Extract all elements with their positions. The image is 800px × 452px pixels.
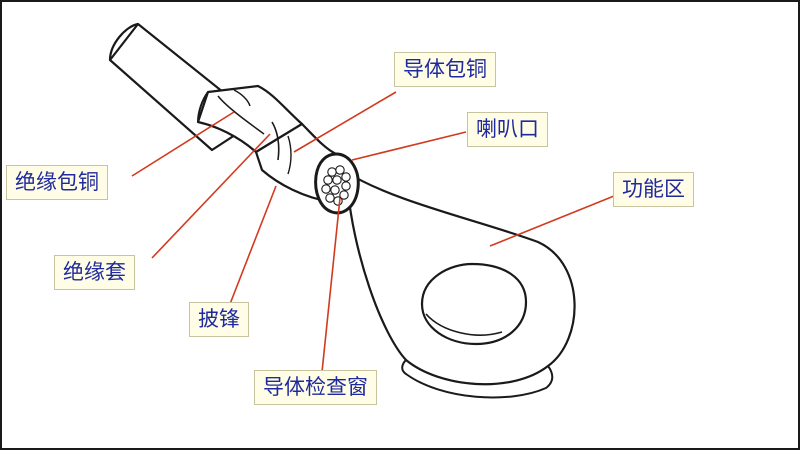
- leader-insulation-sleeve: [151, 133, 271, 259]
- label-burr: 披锋: [189, 302, 249, 337]
- leader-lines: [131, 91, 615, 373]
- leader-inspection-window: [321, 197, 341, 373]
- sleeve-crimp-dimple: [271, 121, 280, 161]
- leader-conductor-barrel: [293, 91, 397, 153]
- leader-functional-zone: [489, 195, 615, 247]
- conductor-strands: [321, 165, 351, 206]
- insulation-barrel-crimp-line: [217, 95, 265, 135]
- label-functional-zone: 功能区: [613, 172, 694, 207]
- label-bell-mouth: 喇叭口: [467, 112, 548, 147]
- leader-bell-mouth: [351, 131, 467, 161]
- stud-hole-inner-wall: [425, 313, 503, 336]
- sleeve-crimp-dimple-2: [287, 135, 292, 175]
- ring-tongue: [344, 170, 576, 386]
- leader-insulation-barrel: [131, 111, 235, 177]
- label-insulation-sleeve: 绝缘套: [54, 255, 135, 290]
- insulation-barrel-front-edge: [197, 91, 209, 123]
- label-inspection-window: 导体检查窗: [254, 370, 377, 405]
- label-insulation-barrel: 绝缘包铜: [6, 165, 108, 200]
- cable-jacket-cut-end: [108, 22, 139, 61]
- ring-tongue-thickness-edge: [401, 359, 554, 399]
- label-conductor-barrel: 导体包铜: [394, 52, 496, 87]
- insulation-barrel-crimp-dent: [233, 89, 251, 107]
- leader-burr: [229, 185, 277, 305]
